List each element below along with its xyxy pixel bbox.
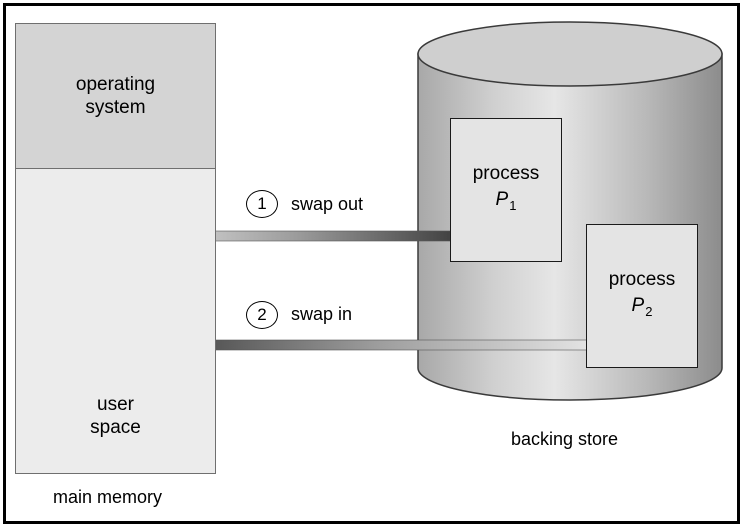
swap-in-label: swap in — [291, 304, 353, 324]
process-p1-subscript: 1 — [509, 198, 517, 213]
process-p1-letter: P — [495, 189, 509, 210]
step-1-badge: 1 — [246, 190, 278, 218]
user-space-region — [15, 168, 216, 474]
process-p2-symbol: P2 — [587, 295, 697, 319]
backing-store-caption: backing store — [511, 429, 619, 449]
main-memory-caption: main memory — [53, 487, 163, 507]
process-p2-label: process — [608, 269, 676, 290]
swap-out-label: swap out — [291, 194, 364, 214]
drum-top — [417, 21, 723, 87]
process-p2-letter: P — [631, 295, 645, 316]
process-p1-box: process P1 — [450, 118, 562, 262]
process-p2-box: process P2 — [586, 224, 698, 368]
process-p1-symbol: P1 — [451, 189, 561, 213]
operating-system-region — [15, 23, 216, 169]
process-p1-label: process — [472, 163, 540, 184]
step-2-badge: 2 — [246, 301, 278, 329]
process-p2-subscript: 2 — [645, 304, 653, 319]
